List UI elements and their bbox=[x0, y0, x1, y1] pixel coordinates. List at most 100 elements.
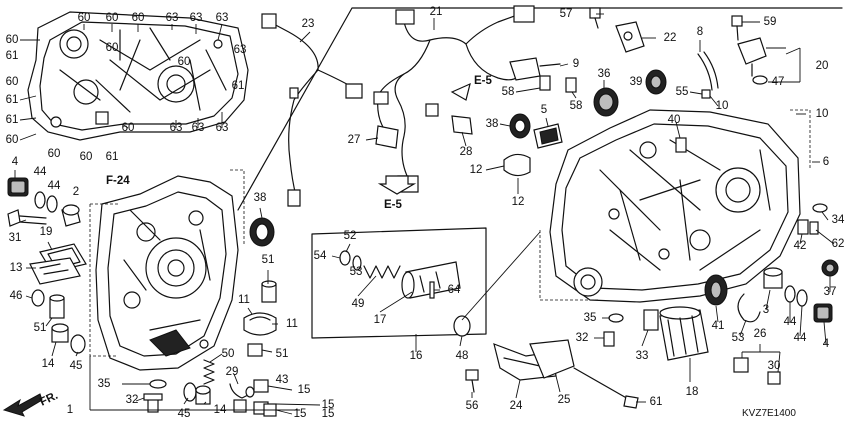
o-ring-45-left bbox=[70, 334, 86, 354]
part-callout-63: 63 bbox=[234, 44, 247, 56]
part-callout-49: 49 bbox=[352, 298, 365, 310]
part-callout-11: 11 bbox=[286, 318, 298, 330]
washer-34 bbox=[812, 203, 828, 213]
connector-33 bbox=[643, 309, 659, 331]
part-callout-58: 58 bbox=[570, 100, 583, 112]
part-callout-63: 63 bbox=[190, 12, 203, 24]
part-callout-44: 44 bbox=[784, 316, 797, 328]
part-callout-48: 48 bbox=[456, 350, 469, 362]
part-callout-46: 46 bbox=[10, 290, 23, 302]
bolt-57 bbox=[589, 7, 601, 29]
part-callout-15: 15 bbox=[298, 384, 311, 396]
part-callout-60: 60 bbox=[6, 34, 19, 46]
part-callout-15: 15 bbox=[294, 408, 307, 420]
part-callout-60: 60 bbox=[6, 134, 19, 146]
part-callout-41: 41 bbox=[712, 320, 725, 332]
front-direction-arrow bbox=[2, 393, 43, 417]
o-ring-44-a bbox=[34, 191, 46, 209]
bolt-32-left bbox=[143, 393, 163, 413]
part-callout-44: 44 bbox=[34, 166, 47, 178]
collar-14-bottom bbox=[195, 385, 211, 405]
collar-3 bbox=[763, 267, 783, 289]
part-callout-35: 35 bbox=[98, 378, 111, 390]
part-callout-14: 14 bbox=[42, 358, 55, 370]
plate-5 bbox=[533, 123, 563, 149]
washer-35-right bbox=[608, 313, 624, 323]
part-callout-61: 61 bbox=[6, 94, 19, 106]
part-callout-13: 13 bbox=[10, 262, 23, 274]
oil-filter-18 bbox=[659, 306, 709, 361]
part-callout-50: 50 bbox=[222, 348, 235, 360]
part-callout-60: 60 bbox=[78, 12, 91, 24]
pipe-51-left bbox=[49, 294, 65, 319]
part-callout-43: 43 bbox=[276, 374, 289, 386]
bracket-9 bbox=[509, 57, 561, 81]
part-callout-60: 60 bbox=[6, 76, 19, 88]
part-callout-33: 33 bbox=[636, 350, 649, 362]
part-callout-30: 30 bbox=[768, 360, 781, 372]
oil-seal-4-right bbox=[813, 303, 833, 323]
part-callout-45: 45 bbox=[70, 360, 83, 372]
part-callout-5: 5 bbox=[541, 104, 547, 116]
bolt-42 bbox=[797, 219, 809, 235]
part-callout-61: 61 bbox=[650, 396, 663, 408]
part-callout-53: 53 bbox=[732, 332, 745, 344]
part-callout-44: 44 bbox=[48, 180, 61, 192]
spring-49 bbox=[363, 265, 401, 279]
part-callout-25: 25 bbox=[558, 394, 571, 406]
part-callout-57: 57 bbox=[560, 8, 573, 20]
part-callout-35: 35 bbox=[584, 312, 597, 324]
part-callout-12: 12 bbox=[512, 196, 525, 208]
arrow-e5-upper bbox=[450, 82, 471, 101]
o-ring-48 bbox=[453, 315, 471, 337]
part-callout-10: 10 bbox=[716, 100, 729, 112]
part-callout-51: 51 bbox=[276, 348, 289, 360]
part-callout-60: 60 bbox=[122, 122, 135, 134]
part-callout-31: 31 bbox=[9, 232, 22, 244]
hose-8 bbox=[697, 51, 719, 91]
bolt-62 bbox=[809, 221, 819, 235]
pin-64 bbox=[429, 281, 435, 299]
spring-50 bbox=[203, 359, 215, 385]
part-callout-60: 60 bbox=[80, 151, 93, 163]
valve-assembly-frame bbox=[311, 227, 487, 339]
harness-clamp-28 bbox=[451, 115, 473, 147]
part-callout-42: 42 bbox=[794, 240, 807, 252]
part-callout-21: 21 bbox=[430, 6, 443, 18]
o-ring-44-d bbox=[796, 289, 808, 307]
part-callout-60: 60 bbox=[48, 148, 61, 160]
part-callout-60: 60 bbox=[106, 42, 119, 54]
part-callout-59: 59 bbox=[764, 16, 777, 28]
part-callout-63: 63 bbox=[216, 122, 229, 134]
part-callout-10: 10 bbox=[816, 108, 829, 120]
part-callout-61: 61 bbox=[6, 50, 19, 62]
bearing-36 bbox=[593, 87, 619, 117]
part-callout-17: 17 bbox=[374, 314, 387, 326]
harness-panel-frame bbox=[237, 7, 843, 211]
pipe-51-low bbox=[247, 343, 263, 357]
bolt-56 bbox=[465, 369, 479, 393]
part-callout-20: 20 bbox=[816, 60, 829, 72]
bearing-11 bbox=[243, 312, 277, 336]
part-callout-54: 54 bbox=[314, 250, 327, 262]
part-callout-51: 51 bbox=[262, 254, 275, 266]
part-callout-52: 52 bbox=[344, 230, 357, 242]
part-callout-8: 8 bbox=[697, 26, 703, 38]
front-label: FR. bbox=[38, 390, 60, 409]
right-crankcase-half bbox=[549, 109, 801, 303]
harness-clamp-27 bbox=[365, 125, 399, 149]
bolt-32-right bbox=[603, 331, 615, 347]
part-callout-9: 9 bbox=[573, 58, 579, 70]
part-callout-45: 45 bbox=[178, 408, 191, 420]
washer-35-left bbox=[149, 379, 167, 389]
part-callout-60: 60 bbox=[178, 56, 191, 68]
part-callout-64: 64 bbox=[448, 284, 461, 296]
o-ring-54 bbox=[339, 250, 351, 266]
part-callout-61: 61 bbox=[232, 80, 245, 92]
part-callout-62: 62 bbox=[832, 238, 845, 250]
part-callout-22: 22 bbox=[664, 32, 677, 44]
part-callout-44: 44 bbox=[794, 332, 807, 344]
part-callout-63: 63 bbox=[216, 12, 229, 24]
part-callout-38: 38 bbox=[254, 192, 267, 204]
